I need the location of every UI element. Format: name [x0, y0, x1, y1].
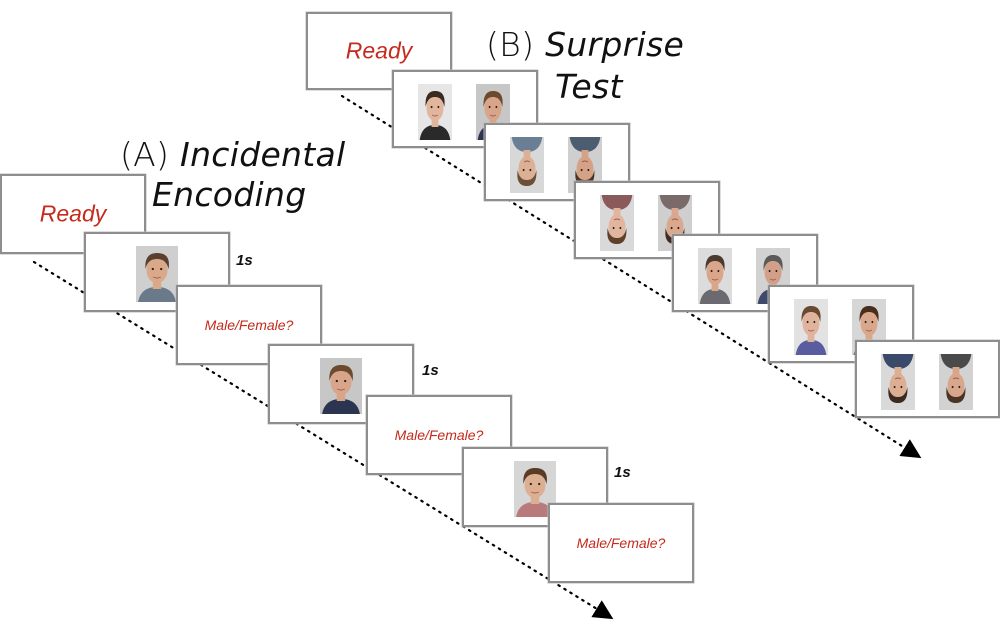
panel-a-prompt-card-2: Male/Female?: [366, 395, 512, 475]
duration-label: 1s: [422, 362, 439, 379]
panel-a-name-line2: Encoding: [152, 175, 307, 214]
panel-a-title: (A) Incidental: [120, 136, 346, 174]
panel-a-prompt-card-1: Male/Female?: [176, 285, 322, 365]
face-photo: [320, 358, 362, 414]
panel-a-prompt-text: Male/Female?: [204, 317, 294, 333]
face-image: [939, 354, 973, 410]
face-photo: [418, 84, 452, 140]
timeline-b-arrow: [340, 94, 922, 459]
face-photo: [794, 299, 828, 355]
panel-a-face-card-3: [462, 447, 608, 527]
face-photo: [514, 461, 556, 517]
panel-b-test-card-1: [392, 70, 538, 148]
timeline-a-arrow: [32, 260, 614, 620]
face-photo: [600, 195, 634, 251]
panel-a-ready-text: Ready: [39, 200, 107, 227]
panel-b-name-line2: Test: [555, 67, 623, 106]
panel-b-test-card-3: [574, 181, 720, 259]
duration-label: 1s: [236, 252, 253, 269]
panel-a-prompt-text: Male/Female?: [576, 535, 666, 551]
face-photo: [698, 248, 732, 304]
face-image: [136, 246, 178, 302]
face-image: [658, 195, 692, 251]
face-photo: [510, 137, 544, 193]
face-photo: [881, 354, 915, 410]
panel-a-prompt-card-3: Male/Female?: [548, 503, 694, 583]
face-photo: [939, 354, 973, 410]
face-image: [514, 461, 556, 517]
face-image: [418, 84, 452, 140]
panel-a-prompt-text: Male/Female?: [394, 427, 484, 443]
face-image: [510, 137, 544, 193]
face-image: [794, 299, 828, 355]
face-image: [600, 195, 634, 251]
panel-b-label: (B): [486, 25, 535, 64]
panel-a-name-line1: Incidental: [180, 135, 346, 174]
panel-b-title: (B) Surprise: [486, 26, 684, 64]
panel-a-label: (A): [120, 135, 170, 174]
face-image: [320, 358, 362, 414]
panel-b-ready-text: Ready: [345, 37, 413, 64]
panel-b-name-line1: Surprise: [545, 25, 685, 64]
face-image: [881, 354, 915, 410]
panel-b-test-card-6: [855, 340, 1000, 418]
face-image: [698, 248, 732, 304]
duration-label: 1s: [614, 464, 631, 481]
face-photo: [136, 246, 178, 302]
